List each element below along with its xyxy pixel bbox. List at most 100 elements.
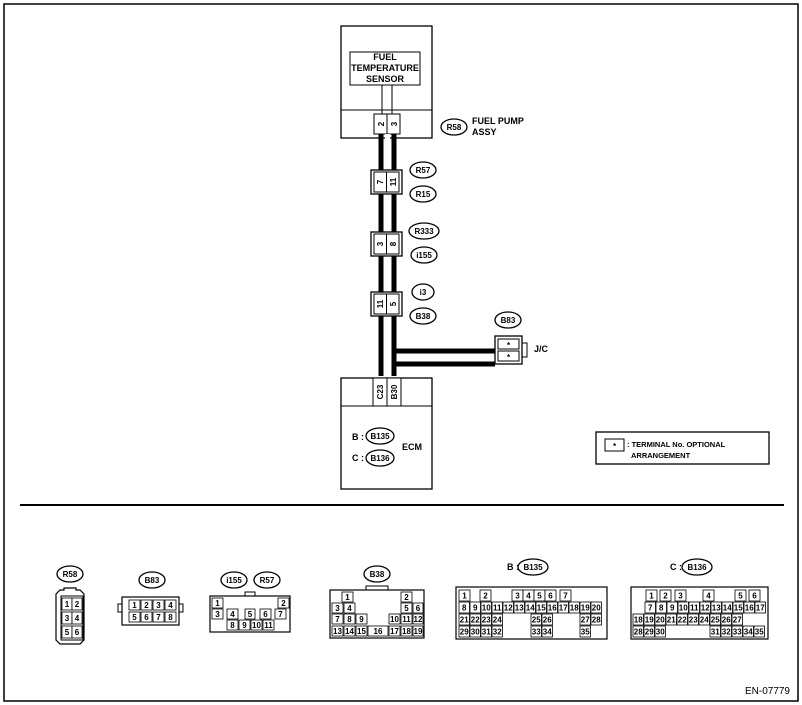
pin-number: 29: [460, 628, 469, 637]
pin-number: 17: [559, 604, 568, 613]
pin-cell: [211, 608, 224, 620]
legend-symbol: *: [613, 442, 617, 451]
figure-id: EN-07779: [745, 686, 790, 697]
pin-number: 5: [248, 610, 253, 619]
outer-frame: [3, 3, 799, 702]
pin-number: 12: [414, 615, 423, 624]
pin-3: 3: [376, 241, 385, 246]
pin-cell: [568, 601, 580, 614]
pin-number: 13: [712, 604, 721, 613]
pin-number: 20: [592, 604, 601, 613]
pin-number: 5: [537, 592, 542, 601]
pin-cell: [644, 601, 656, 614]
pin-cell: [654, 613, 666, 626]
pin-cell: [274, 608, 287, 620]
pin-cell: [491, 625, 503, 638]
pin-cell: [559, 589, 572, 602]
pin-number: 6: [75, 628, 80, 637]
pin-number: 10: [252, 621, 261, 630]
pin-cell: [458, 589, 471, 602]
pin-number: 8: [659, 604, 664, 613]
pin-cell: [400, 625, 413, 637]
b136-view-title: B136: [687, 563, 707, 572]
fuel-pump-assy: FUEL TEMPERATURE SENSOR 2 3 R58 FUEL PUM…: [340, 25, 524, 139]
pin-cell: [400, 613, 413, 625]
pin-number: 2: [483, 592, 488, 601]
pin-cell: [367, 625, 389, 637]
pin-number: 11: [493, 604, 502, 613]
pin-cell: [557, 601, 569, 614]
pin-number: 16: [548, 604, 557, 613]
pin-cell: [479, 589, 492, 602]
r58-view-title: R58: [63, 570, 78, 579]
pin-number: 23: [482, 616, 491, 625]
pin-number: 6: [548, 592, 553, 601]
pin-number: 6: [416, 604, 421, 613]
pin-number: 28: [592, 616, 601, 625]
pin-cell: [469, 601, 481, 614]
pin-cell: [164, 599, 177, 611]
pin-number: 5: [738, 592, 743, 601]
pin-cell: [732, 601, 744, 614]
pin-number: 10: [482, 604, 491, 613]
pin-number: 5: [65, 628, 70, 637]
pin-cell: [731, 613, 743, 626]
pin-cell: [244, 608, 256, 620]
pin-number: 4: [347, 604, 352, 613]
junction-r57-r15: 7 11 R57 R15: [370, 161, 437, 203]
pin-cell: [480, 625, 492, 638]
pin-cell: [128, 611, 141, 623]
pin-number: 31: [482, 628, 491, 637]
pin-cell: [699, 601, 711, 614]
pin-number: 2: [281, 599, 286, 608]
pin-number: 3: [215, 610, 220, 619]
pin-cell: [654, 625, 666, 638]
pin-cell: [731, 625, 743, 638]
pin-number: 22: [678, 616, 687, 625]
pin-cell: [676, 613, 688, 626]
pin-number: 2: [144, 601, 149, 610]
pin-cell: [331, 625, 344, 637]
pin-number: 33: [733, 628, 742, 637]
pin-number: 18: [634, 616, 643, 625]
pin-cell: [211, 597, 224, 609]
pin-cell: [341, 591, 354, 603]
pin-cell: [643, 625, 655, 638]
b136-connector-label: B136: [370, 454, 390, 463]
pin-cell: [590, 601, 602, 614]
pin-number: 3: [678, 592, 683, 601]
pin-cell: [541, 613, 553, 626]
legend-box: [595, 431, 770, 465]
joint-connector-b83: B83 * * J/C: [494, 311, 549, 365]
pin-cell: [753, 625, 765, 638]
pin-number: 5: [404, 604, 409, 613]
pin-cell: [632, 613, 644, 626]
pin-number: 29: [645, 628, 654, 637]
pin-cell: [491, 601, 503, 614]
pin-number: 17: [390, 627, 399, 636]
pin-cell: [502, 601, 514, 614]
b83-connector-label: B83: [501, 316, 516, 325]
pin-number: 19: [581, 604, 590, 613]
r58-connector-label: R58: [447, 123, 462, 132]
pin-number: 19: [414, 627, 423, 636]
pin-number: 10: [679, 604, 688, 613]
pin-3: 3: [390, 121, 399, 126]
pin-number: 27: [581, 616, 590, 625]
pin-cell: [709, 625, 721, 638]
pin-number: 15: [734, 604, 743, 613]
pin-cell: [742, 625, 754, 638]
i155-view-title: i155: [226, 576, 242, 585]
pin-b30: B30: [390, 384, 399, 399]
pin-number: 4: [706, 592, 711, 601]
pin-number: 7: [335, 615, 340, 624]
pin-cell: [140, 611, 153, 623]
pin-number: 4: [75, 614, 80, 623]
junction-i3-b38: 11 5 i3 B38: [370, 283, 437, 325]
pin-cell: [71, 625, 83, 639]
pin-cell: [702, 589, 715, 602]
r333-connector-label: R333: [414, 227, 434, 236]
